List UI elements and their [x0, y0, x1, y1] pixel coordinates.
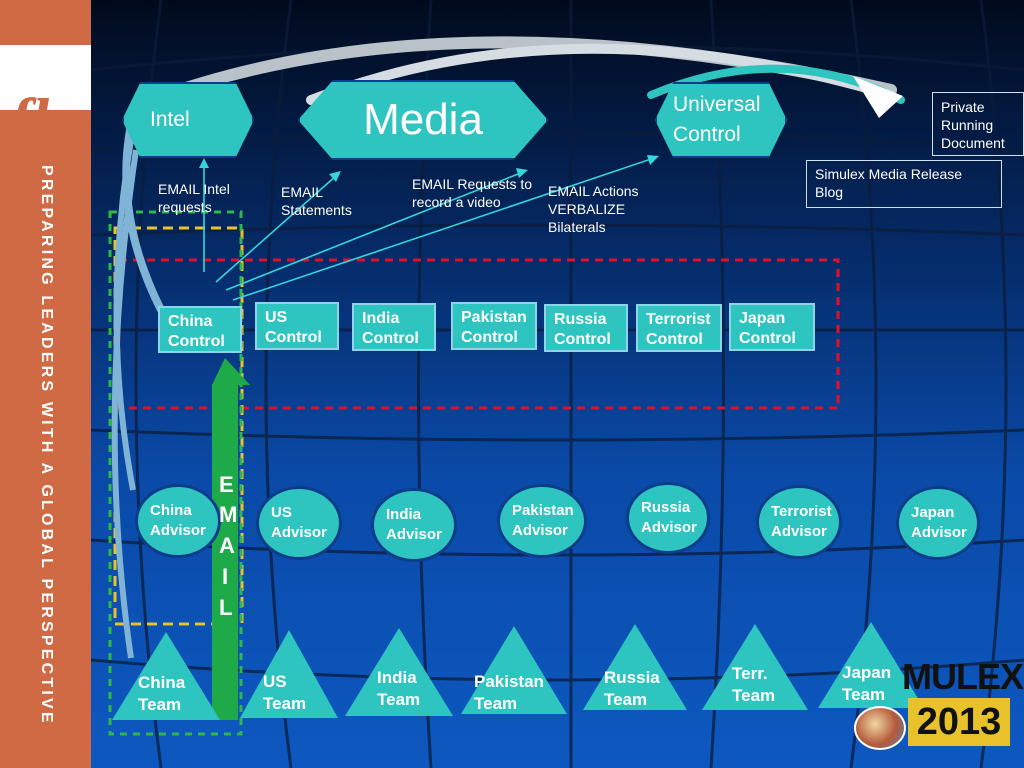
china-team-link [111, 149, 139, 659]
china-advisor: China Advisor [135, 484, 221, 558]
email-arrow-head [212, 358, 250, 385]
india-advisor-label: India Advisor [386, 506, 442, 543]
universal-control-label: Universal Control [673, 93, 761, 146]
terrorist-control: Terrorist Control [636, 304, 722, 352]
us-team-label: US Team [263, 672, 307, 713]
terrorist-advisor: Terrorist Advisor [756, 485, 842, 559]
japan-control: Japan Control [729, 303, 815, 351]
email-letter-i: I [222, 564, 229, 589]
india-advisor: India Advisor [371, 488, 457, 562]
intel-node: Intel [122, 82, 254, 158]
sidebar-tagline: PREPARING LEADERS WITH A GLOBAL PERSPECT… [38, 165, 55, 726]
email-letter-a: A [219, 533, 235, 558]
russia-control: Russia Control [544, 304, 628, 352]
email-statements-note: EMAIL Statements [281, 184, 352, 218]
logo-text: fl [10, 85, 50, 156]
terrorist-advisor-label: Terrorist Advisor [771, 503, 832, 540]
china-control: China Control [158, 306, 242, 353]
japan-team-label: Japan Team [842, 663, 892, 704]
india-control: India Control [352, 303, 436, 351]
us-advisor: US Advisor [256, 486, 342, 560]
email-record-video-note: EMAIL Requests to record a video [412, 176, 533, 210]
india-team-label: India Team [377, 668, 421, 709]
sidebar: fl PREPARING LEADERS WITH A GLOBAL PERSP… [0, 0, 91, 768]
japan-advisor-label: Japan Advisor [911, 504, 967, 541]
simulex-title: SIMULEX [870, 656, 1024, 697]
email-video-line [225, 171, 524, 291]
email-letter-e: E [219, 472, 234, 497]
pakistan-advisor: Pakistan Advisor [497, 484, 587, 558]
universal-control-node: Universal Control [655, 82, 787, 158]
media-node: Media [298, 80, 548, 160]
terr-team-label: Terr. Team [732, 664, 776, 705]
simulex-media-release-blog: Simulex Media Release Blog [806, 160, 1002, 208]
email-statements-line [215, 174, 338, 283]
email-intel-requests-note: EMAIL Intel requests [158, 181, 230, 215]
china-advisor-label: China Advisor [150, 502, 206, 539]
logo: fl [0, 45, 91, 153]
arrowhead-to-document [853, 76, 903, 118]
email-letter-l: L [219, 595, 233, 620]
pakistan-team-label: Pakistan Team [474, 672, 544, 713]
diagram-canvas [91, 0, 1024, 768]
email-actions-note: EMAIL Actions VERBALIZE Bilaterals [548, 183, 639, 235]
china-chain-outline [108, 210, 243, 736]
pakistan-control: Pakistan Control [451, 302, 537, 350]
simulex-year: 2013 [908, 698, 1010, 746]
globe-grid [91, 0, 1024, 768]
russia-advisor: Russia Advisor [626, 482, 710, 554]
email-actions-line [232, 157, 655, 301]
email-letter-m: M [219, 502, 238, 527]
intel-label: Intel [150, 108, 190, 131]
china-team-label: China Team [138, 673, 186, 714]
russia-team-label: Russia Team [604, 668, 660, 709]
globe-icon [854, 706, 906, 750]
us-advisor-label: US Advisor [271, 504, 327, 541]
email-arrow-shaft [212, 384, 238, 720]
us-control: US Control [255, 302, 339, 350]
private-running-document: Private Running Document [932, 92, 1024, 156]
japan-advisor: Japan Advisor [896, 486, 980, 560]
russia-advisor-label: Russia Advisor [641, 499, 697, 536]
pakistan-advisor-label: Pakistan Advisor [512, 502, 574, 539]
media-label: Media [363, 95, 483, 144]
